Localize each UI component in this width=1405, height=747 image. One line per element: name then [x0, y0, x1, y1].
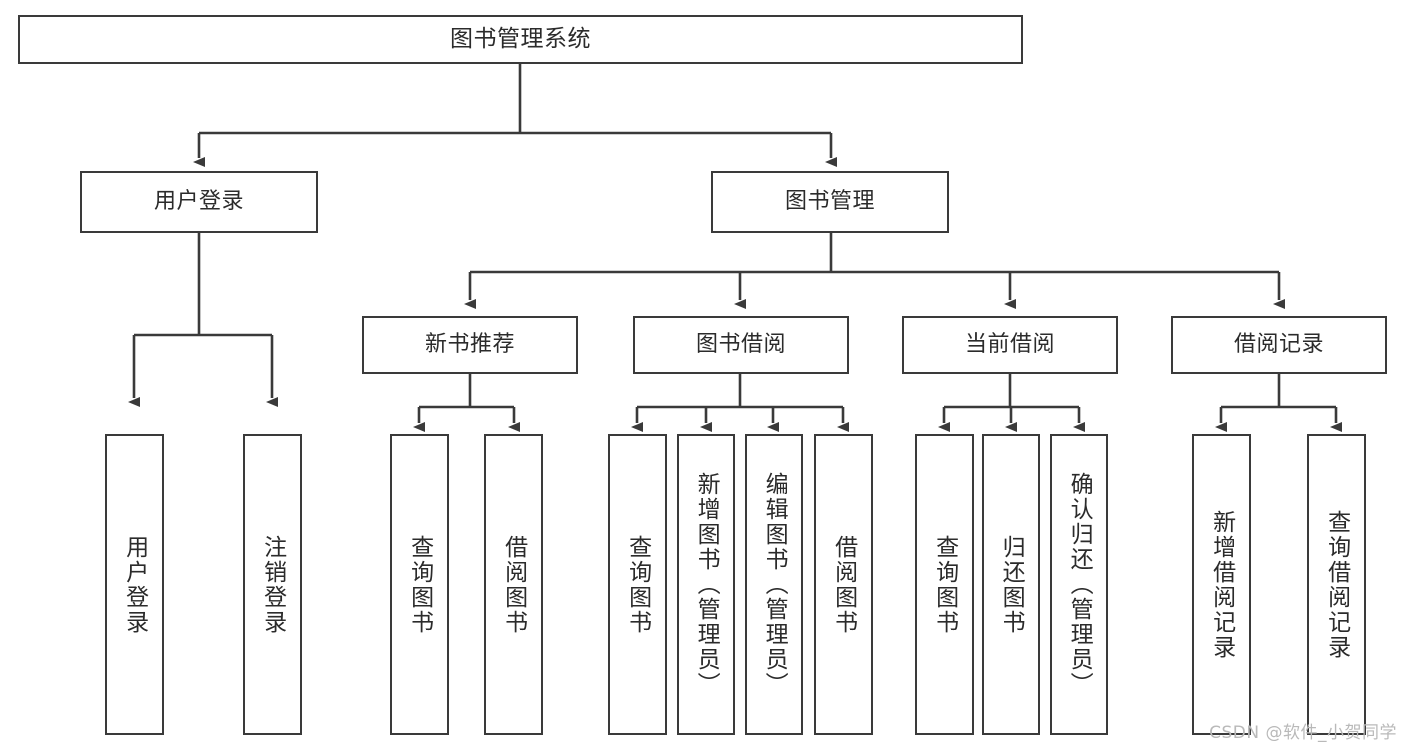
node-new-book-recommend[interactable]: 新书推荐 [362, 316, 578, 374]
node-label: 新书推荐 [424, 332, 515, 358]
node-label: 注销登录 [259, 534, 286, 635]
node-label: 用户登录 [153, 189, 244, 215]
node-label: 图书借阅 [695, 332, 786, 358]
node-label: 新增借阅记录 [1208, 509, 1235, 660]
leaf-borrow-book-recommend[interactable]: 借阅图书 [484, 434, 543, 735]
node-book-manage[interactable]: 图书管理 [711, 171, 949, 233]
leaf-user-login[interactable]: 用户登录 [105, 434, 164, 735]
node-root-system[interactable]: 图书管理系统 [18, 15, 1023, 64]
leaf-query-book-borrow[interactable]: 查询图书 [608, 434, 667, 735]
node-label: 用户登录 [121, 534, 148, 635]
node-current-borrow[interactable]: 当前借阅 [902, 316, 1118, 374]
node-label: 图书管理 [784, 189, 875, 215]
leaf-logout-login[interactable]: 注销登录 [243, 434, 302, 735]
watermark: CSDN @软件_小贺同学 [1209, 723, 1397, 743]
node-label: 借阅图书 [830, 534, 857, 635]
leaf-query-book-current[interactable]: 查询图书 [915, 434, 974, 735]
node-label: 归还图书 [998, 534, 1025, 635]
leaf-query-book-recommend[interactable]: 查询图书 [390, 434, 449, 735]
node-label: 查询图书 [406, 534, 433, 635]
node-label: 查询借阅记录 [1323, 509, 1350, 660]
node-user-login[interactable]: 用户登录 [80, 171, 318, 233]
node-label: 查询图书 [931, 534, 958, 635]
node-book-borrow[interactable]: 图书借阅 [633, 316, 849, 374]
leaf-edit-book[interactable]: 编辑图书（管理员） [745, 434, 803, 735]
node-label: 查询图书 [624, 534, 651, 635]
node-label: 借阅图书 [500, 534, 527, 635]
node-label: 编辑图书（管理员） [761, 472, 788, 697]
leaf-add-borrow-record[interactable]: 新增借阅记录 [1192, 434, 1251, 735]
leaf-return-book[interactable]: 归还图书 [982, 434, 1040, 735]
leaf-query-borrow-record[interactable]: 查询借阅记录 [1307, 434, 1366, 735]
node-label: 当前借阅 [964, 332, 1055, 358]
leaf-confirm-return[interactable]: 确认归还（管理员） [1050, 434, 1108, 735]
node-label: 借阅记录 [1233, 332, 1324, 358]
leaf-add-book[interactable]: 新增图书（管理员） [677, 434, 735, 735]
node-label: 确认归还（管理员） [1066, 472, 1093, 697]
node-label: 新增图书（管理员） [693, 472, 720, 697]
leaf-borrow-book[interactable]: 借阅图书 [814, 434, 873, 735]
node-label: 图书管理系统 [450, 26, 591, 53]
node-borrow-record[interactable]: 借阅记录 [1171, 316, 1387, 374]
